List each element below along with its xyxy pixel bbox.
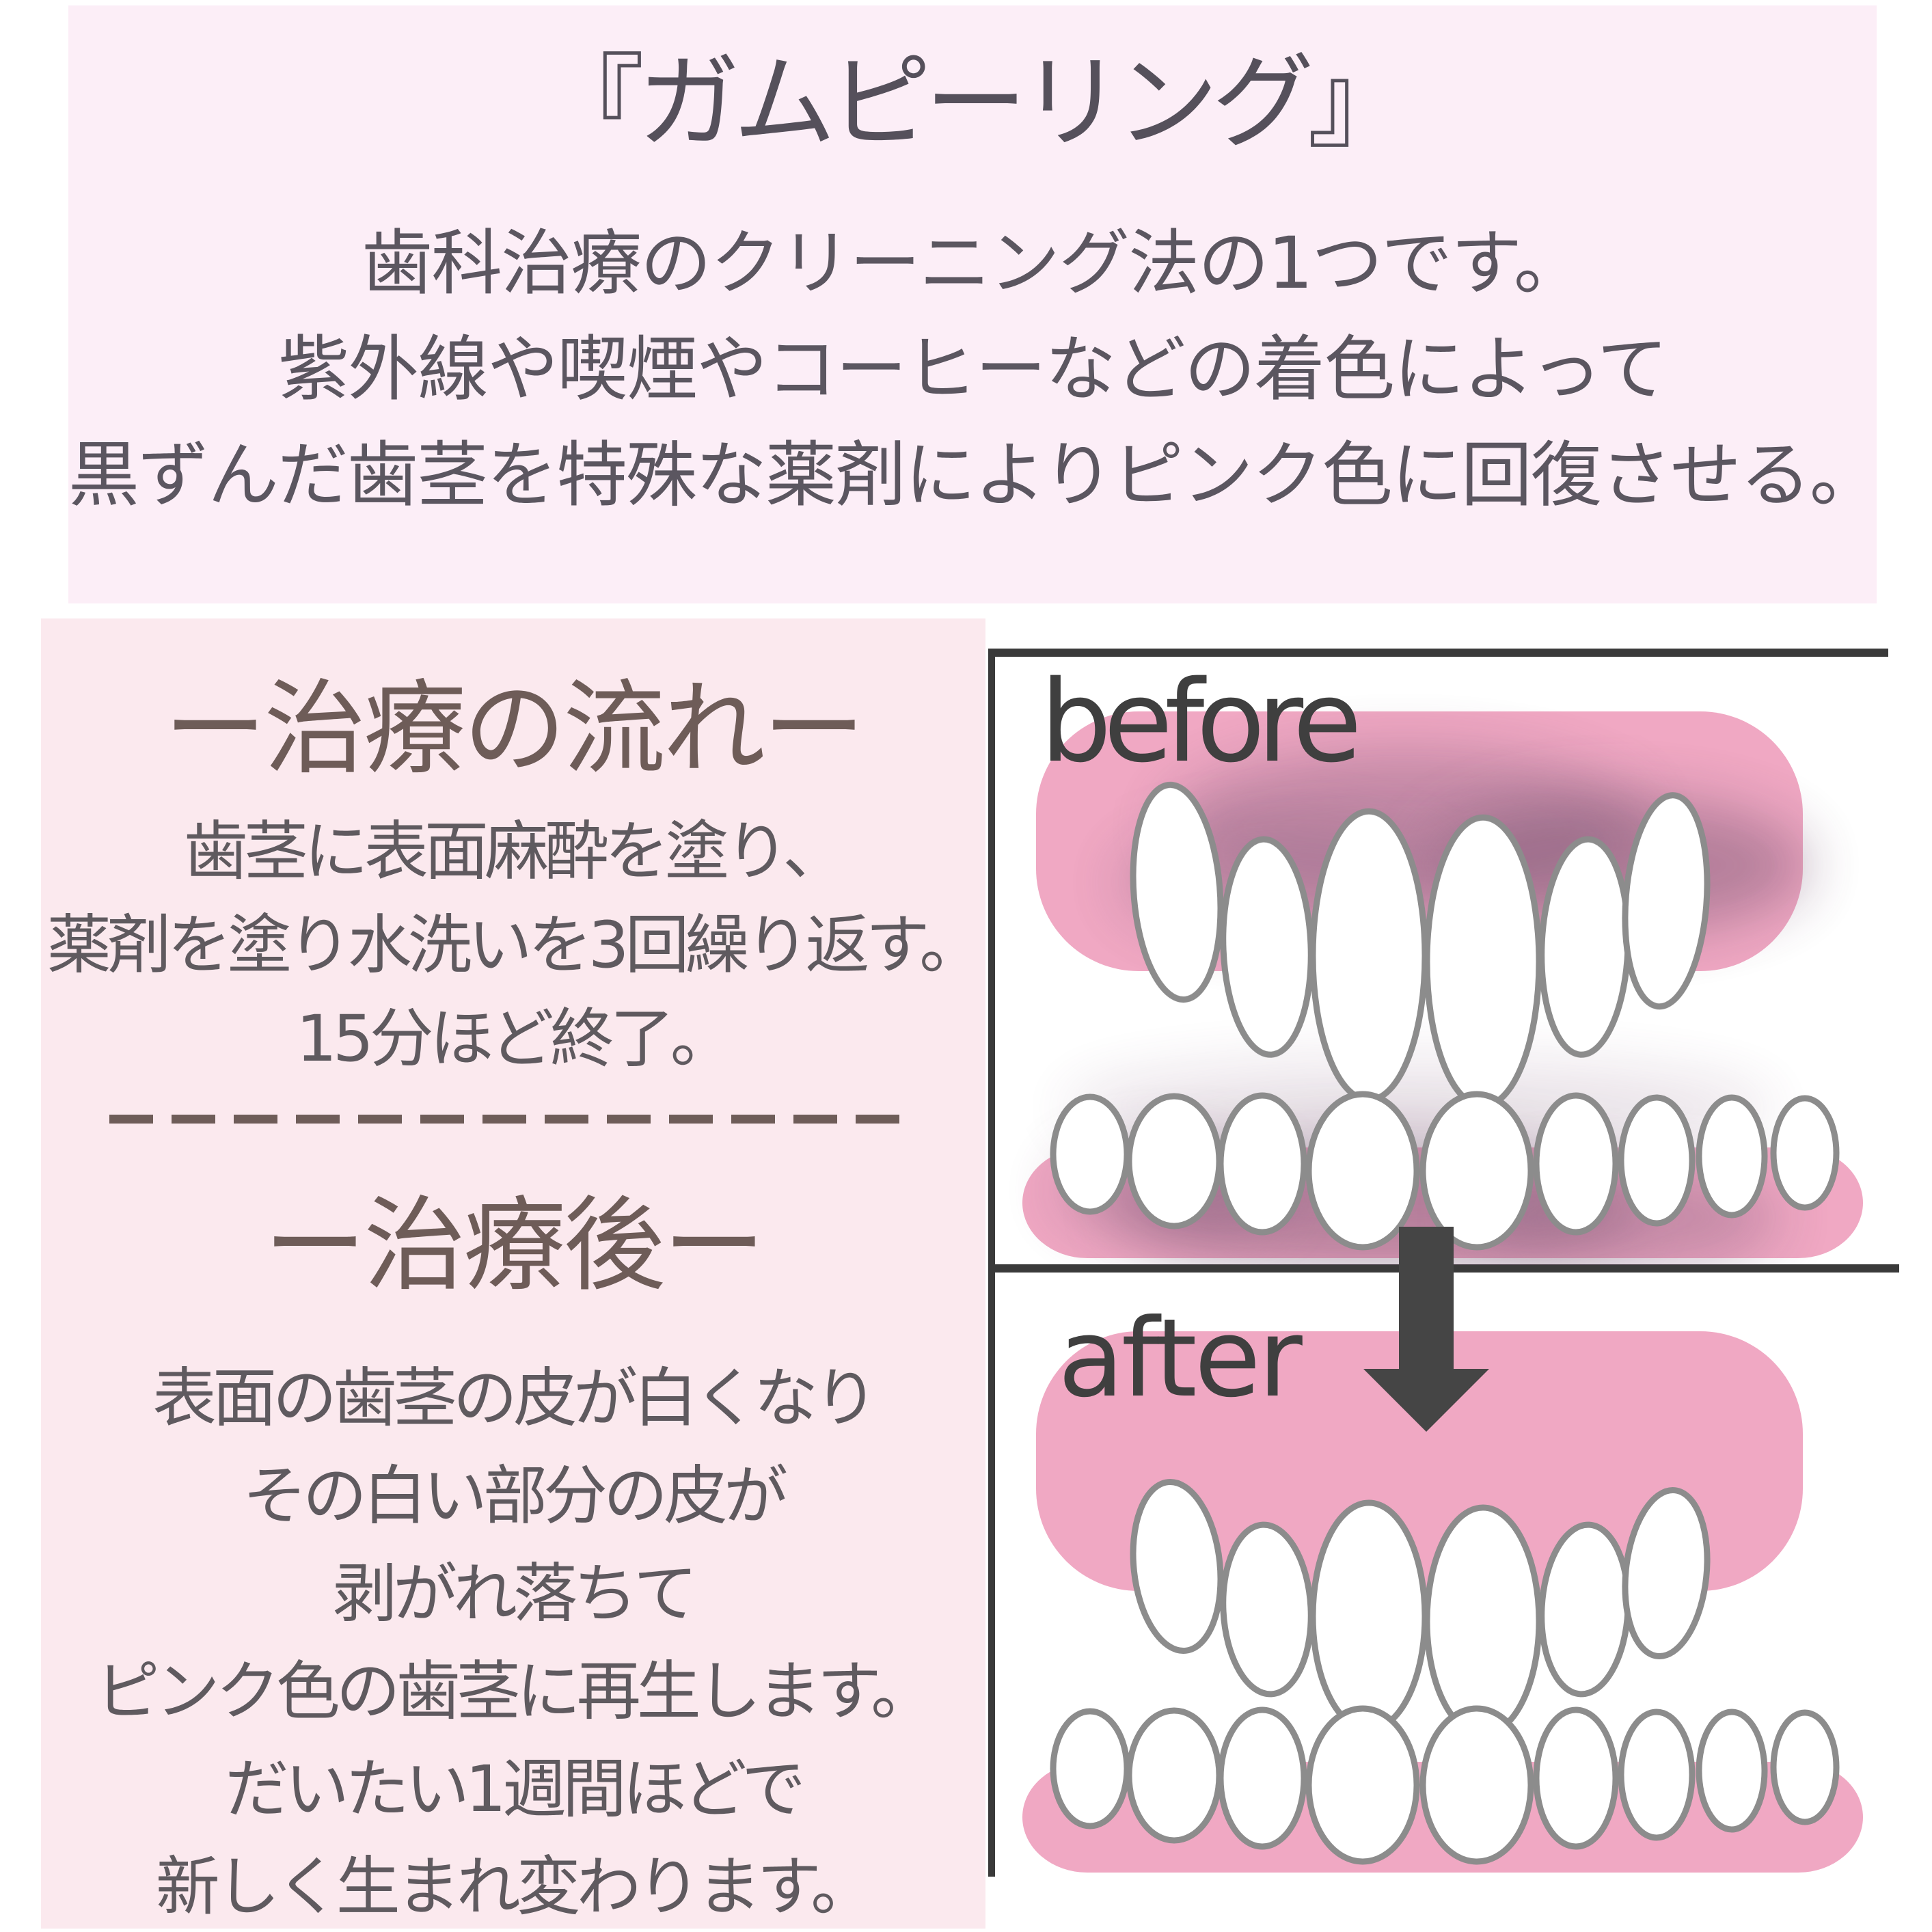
after-treatment-heading: ー治療後ー xyxy=(263,1186,765,1305)
flow-line: 歯茎に表面麻酔を塗り、 xyxy=(183,815,847,889)
teeth-illustration-after xyxy=(1022,1331,1863,1873)
flow-line: 薬剤を塗り水洗いを3回繰り返す。 xyxy=(46,908,983,983)
after-line: 表面の歯茎の皮が白くなり xyxy=(152,1361,878,1436)
intro-line: 歯科治療のクリーニング法の1つです。 xyxy=(362,221,1585,305)
treatment-info-panel: ー治療の流れー 歯茎に表面麻酔を塗り、 薬剤を塗り水洗いを3回繰り返す。 15分… xyxy=(41,618,985,1929)
down-arrow-icon xyxy=(1363,1227,1489,1432)
flow-heading: ー治療の流れー xyxy=(163,670,865,789)
after-line: ピンク色の歯茎に再生します。 xyxy=(95,1655,936,1729)
after-line: だいたい1週間ほどで xyxy=(225,1752,806,1827)
flow-line: 15分ほど終了。 xyxy=(296,1002,735,1076)
intro-line: 紫外線や喫煙やコーヒーなどの着色によって xyxy=(278,327,1668,411)
after-label: after xyxy=(1058,1296,1303,1421)
intro-line: 黒ずんだ歯茎を特殊な薬剤によりピンク色に回復させる。 xyxy=(68,433,1881,517)
flow-description: 歯茎に表面麻酔を塗り、 薬剤を塗り水洗いを3回繰り返す。 15分ほど終了。 xyxy=(41,805,985,1086)
compare-frame-top xyxy=(988,649,1888,657)
after-line: その白い部分の皮が xyxy=(242,1459,788,1534)
after-line: 新しく生まれ変わります。 xyxy=(155,1850,875,1924)
after-line: 剥がれ落ちて xyxy=(332,1557,698,1631)
after-treatment-description: 表面の歯茎の皮が白くなり その白い部分の皮が 剥がれ落ちて ピンク色の歯茎に再生… xyxy=(41,1350,985,1932)
compare-frame-left xyxy=(988,649,995,1877)
page-title: 『ガムピーリング』 xyxy=(541,44,1410,163)
before-label: before xyxy=(1040,656,1362,787)
teeth-illustration-before xyxy=(1022,711,1863,1265)
dashed-divider xyxy=(109,1115,916,1124)
intro-description: 歯科治療のクリーニング法の1つです。 紫外線や喫煙やコーヒーなどの着色によって … xyxy=(68,210,1881,528)
intro-panel: 『ガムピーリング』 歯科治療のクリーニング法の1つです。 紫外線や喫煙やコーヒー… xyxy=(68,5,1881,603)
